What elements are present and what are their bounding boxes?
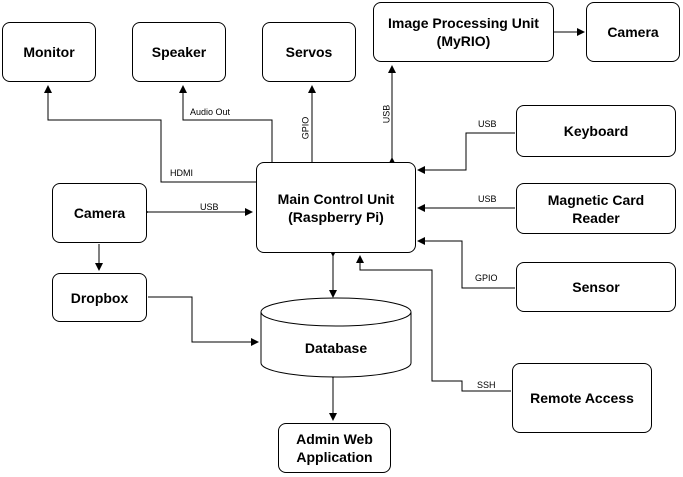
edge-label-usb-magnetic: USB: [478, 194, 497, 204]
edge-label-ssh: SSH: [477, 380, 496, 390]
speaker-label: Speaker: [151, 44, 207, 60]
camera-top-label: Camera: [607, 24, 659, 40]
image-processing-node: Image Processing Unit (MyRIO): [373, 2, 554, 62]
dropbox-node: Dropbox: [52, 273, 147, 322]
edge-label-gpio-sensor: GPIO: [475, 273, 498, 283]
edge-keyboard-main: [417, 132, 515, 174]
database-label: Database: [304, 340, 368, 356]
edge-label-audio-out: Audio Out: [190, 107, 231, 117]
main-control-unit-label: Main Control Unit (Raspberry Pi): [277, 190, 395, 225]
edge-label-hdmi: HDMI: [170, 168, 193, 178]
edge-main-speaker: [179, 85, 273, 162]
edge-label-usb-keyboard: USB: [478, 119, 497, 129]
remote-access-node: Remote Access: [512, 363, 652, 433]
servos-node: Servos: [262, 22, 356, 82]
keyboard-label: Keyboard: [563, 123, 629, 139]
admin-web-application-node: Admin Web Application: [278, 423, 391, 473]
dropbox-label: Dropbox: [70, 289, 129, 306]
sensor-label: Sensor: [572, 279, 620, 295]
database-label-box: Database: [261, 326, 411, 370]
servos-label: Servos: [285, 44, 333, 60]
edge-label-usb-camera: USB: [200, 202, 219, 212]
speaker-node: Speaker: [132, 22, 226, 82]
camera-top-node: Camera: [586, 2, 680, 62]
image-processing-label: Image Processing Unit (MyRIO): [388, 15, 539, 49]
main-control-unit-node: Main Control Unit (Raspberry Pi): [256, 162, 416, 253]
sensor-node: Sensor: [516, 262, 676, 312]
remote-access-label: Remote Access: [530, 390, 634, 406]
magnetic-card-reader-node: Magnetic Card Reader: [516, 183, 676, 234]
edge-dropbox-database: [148, 296, 259, 346]
edge-sensor-main: [417, 237, 515, 289]
edge-label-usb-image: USB: [381, 104, 392, 124]
magnetic-card-reader-label: Magnetic Card Reader: [547, 191, 645, 226]
keyboard-node: Keyboard: [516, 105, 676, 157]
camera-left-node: Camera: [52, 183, 147, 243]
edge-label-gpio-servos: GPIO: [300, 116, 311, 140]
edge-main-monitor: [44, 85, 256, 183]
monitor-label: Monitor: [23, 44, 75, 60]
camera-left-label: Camera: [73, 205, 126, 221]
edge-remote-main: [356, 255, 511, 392]
admin-web-application-label: Admin Web Application: [296, 431, 373, 465]
monitor-node: Monitor: [2, 22, 96, 82]
database-cylinder: [260, 297, 412, 378]
